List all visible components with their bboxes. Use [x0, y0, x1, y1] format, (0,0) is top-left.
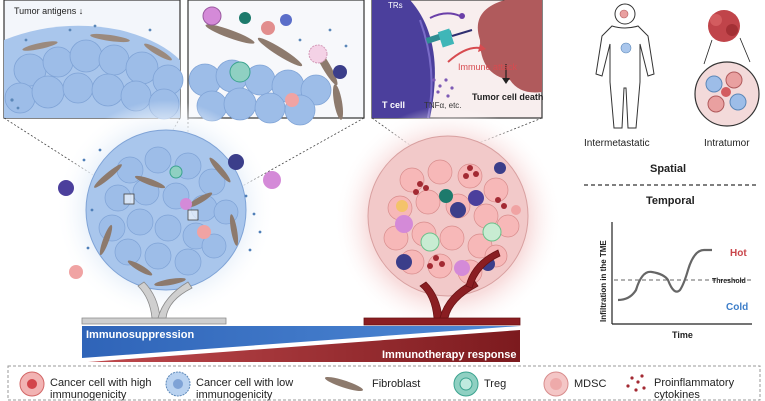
temporal-title: Temporal	[646, 195, 695, 207]
immunosuppression-bar	[82, 326, 520, 358]
response-gradient: Immunosuppression Immunotherapy response	[82, 326, 520, 362]
tumor-mass-icon	[708, 10, 740, 42]
legend-item-cytokines: Proinflammatory cytokines	[654, 377, 735, 401]
cancer-cell-low-icon	[165, 371, 191, 397]
temporal-xlabel: Time	[672, 330, 693, 340]
hot-vessel	[363, 249, 521, 326]
intratumor-magnified	[694, 61, 760, 127]
cold-tumor	[55, 100, 281, 320]
mdsc-icon	[543, 371, 569, 397]
immunotherapy-bar	[88, 330, 520, 362]
t-cell-label: T cell	[382, 100, 405, 110]
spatial-section: Intermetastatic Intratumor Spatial	[584, 3, 760, 186]
human-body-icon	[595, 3, 655, 129]
infiltration-curve	[617, 248, 712, 302]
zoom-panel-2	[187, 0, 365, 126]
immunosuppression-label: Immunosuppression	[86, 329, 194, 341]
cancer-cell-high-icon	[19, 371, 45, 397]
hot-tumor	[334, 106, 562, 334]
legend-item-mdsc: MDSC	[574, 378, 607, 390]
tumor-death-label: Tumor cell death	[472, 92, 543, 102]
t-cell-panel: T cell TRs Immune attack TNFα, etc. Tumo…	[371, 0, 543, 119]
cold-vessel	[81, 281, 227, 325]
cytokines-icon	[626, 374, 646, 392]
legend-item-treg: Treg	[484, 378, 507, 390]
legend	[7, 365, 761, 401]
tnf-label: TNFα, etc.	[424, 101, 462, 110]
immunotherapy-label: Immunotherapy response	[382, 349, 516, 361]
spatial-title: Spatial	[650, 163, 686, 175]
trs-label: TRs	[388, 1, 403, 10]
temporal-ylabel: Infiltration in the TME	[599, 240, 608, 322]
immune-attack-label: Immune attack	[458, 62, 518, 72]
threshold-label: Threshold	[712, 278, 746, 285]
legend-item-cancer-low: Cancer cell with low immunogenicity	[196, 377, 294, 401]
fibroblast-icon	[324, 376, 364, 392]
legend-frame	[7, 365, 761, 401]
legend-item-fibroblast: Fibroblast	[372, 378, 421, 390]
temporal-section: Temporal Infiltration in the TME Time Ho…	[599, 195, 752, 340]
intermetastatic-label: Intermetastatic	[584, 138, 650, 149]
legend-item-cancer-high: Cancer cell with high immunogenicity	[50, 377, 152, 401]
intratumor-label: Intratumor	[704, 138, 750, 149]
hot-label: Hot	[730, 248, 747, 259]
tumor-antigens-label: Tumor antigens ↓	[14, 6, 83, 16]
treg-icon	[453, 371, 479, 397]
cold-label: Cold	[726, 302, 748, 313]
